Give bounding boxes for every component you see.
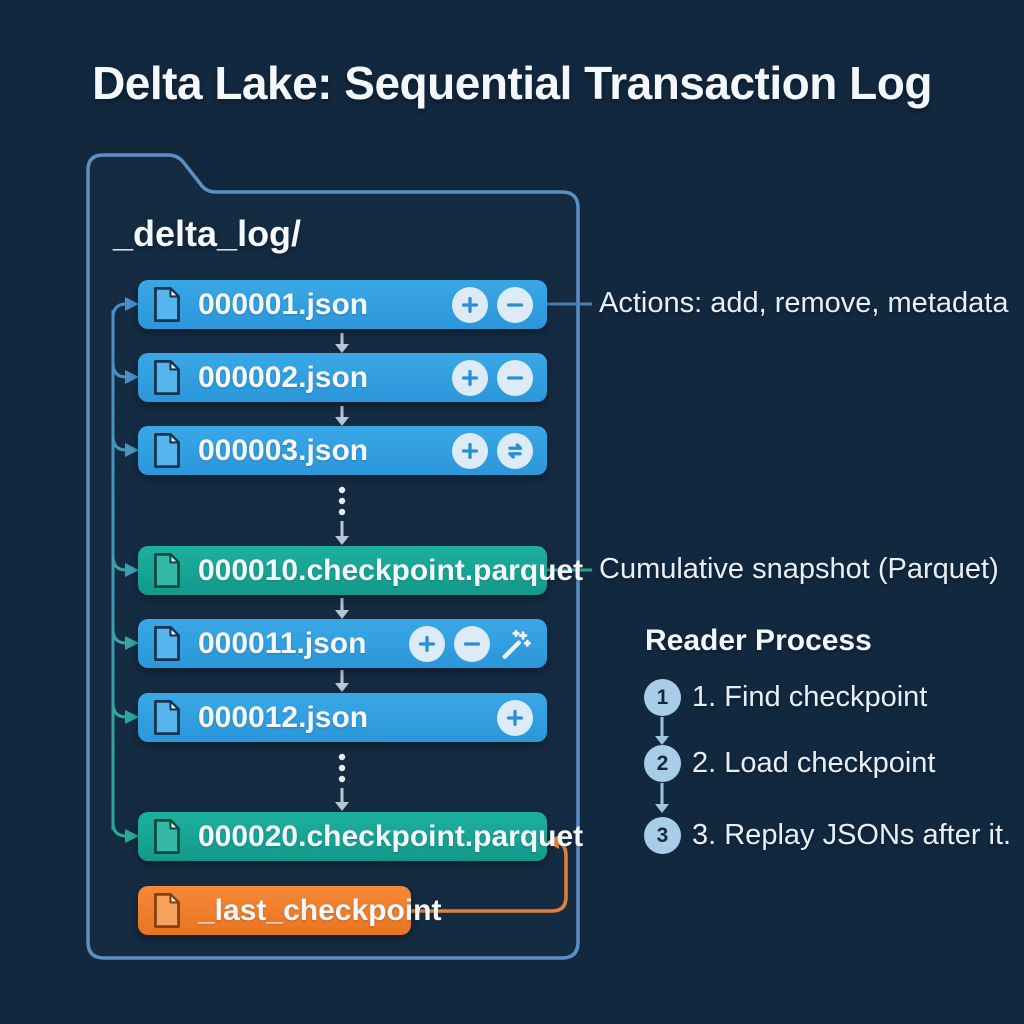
document-icon — [154, 892, 180, 929]
file-name: 000010.checkpoint.parquet — [198, 553, 584, 587]
step-number-badge: 2 — [644, 745, 681, 782]
folder-label: _delta_log/ — [113, 213, 302, 254]
add-icon — [452, 432, 488, 469]
step-label: 1. Find checkpoint — [692, 681, 928, 713]
add-icon — [452, 286, 488, 323]
file-name: 000003.json — [198, 433, 369, 467]
add-icon — [497, 699, 533, 736]
file-row-000003: 000003.json — [138, 426, 547, 475]
remove-icon — [497, 286, 533, 323]
add-icon — [452, 359, 488, 396]
document-icon — [154, 818, 180, 855]
file-name: 000012.json — [198, 700, 369, 734]
file-row-checkpoint-000010: 000010.checkpoint.parquet — [138, 546, 583, 595]
ellipsis-dots — [338, 486, 346, 783]
document-icon — [154, 359, 180, 396]
reader-process-heading: Reader Process — [645, 624, 872, 657]
document-icon — [154, 625, 180, 662]
document-icon — [154, 286, 180, 323]
folder-outline — [86, 153, 580, 960]
checkpoint-annotation: Cumulative snapshot (Parquet) — [599, 553, 999, 585]
remove-icon — [497, 359, 533, 396]
step-number-badge: 1 — [644, 679, 681, 716]
file-name: 000002.json — [198, 360, 369, 394]
file-name: _last_checkpoint — [198, 893, 442, 927]
add-icon — [409, 625, 445, 662]
file-name: 000020.checkpoint.parquet — [198, 819, 584, 853]
actions-annotation: Actions: add, remove, metadata — [599, 287, 1009, 319]
file-name: 000001.json — [198, 287, 369, 321]
swap-icon — [497, 432, 533, 469]
document-icon — [154, 552, 180, 589]
file-row-last-checkpoint: _last_checkpoint — [138, 886, 441, 935]
file-row-000001: 000001.json — [138, 280, 547, 329]
step-label: 2. Load checkpoint — [692, 747, 936, 779]
remove-icon — [454, 625, 490, 662]
magic-wand-icon — [502, 629, 531, 659]
file-name: 000011.json — [198, 626, 367, 660]
file-row-000012: 000012.json — [138, 693, 547, 742]
page-title: Delta Lake: Sequential Transaction Log — [92, 57, 932, 109]
step-label: 3. Replay JSONs after it. — [692, 819, 1012, 851]
file-row-000011: 000011.json — [138, 619, 547, 668]
document-icon — [154, 432, 180, 469]
step-number-badge: 3 — [644, 817, 681, 854]
file-row-checkpoint-000020: 000020.checkpoint.parquet — [138, 812, 583, 861]
file-row-000002: 000002.json — [138, 353, 547, 402]
document-icon — [154, 699, 180, 736]
